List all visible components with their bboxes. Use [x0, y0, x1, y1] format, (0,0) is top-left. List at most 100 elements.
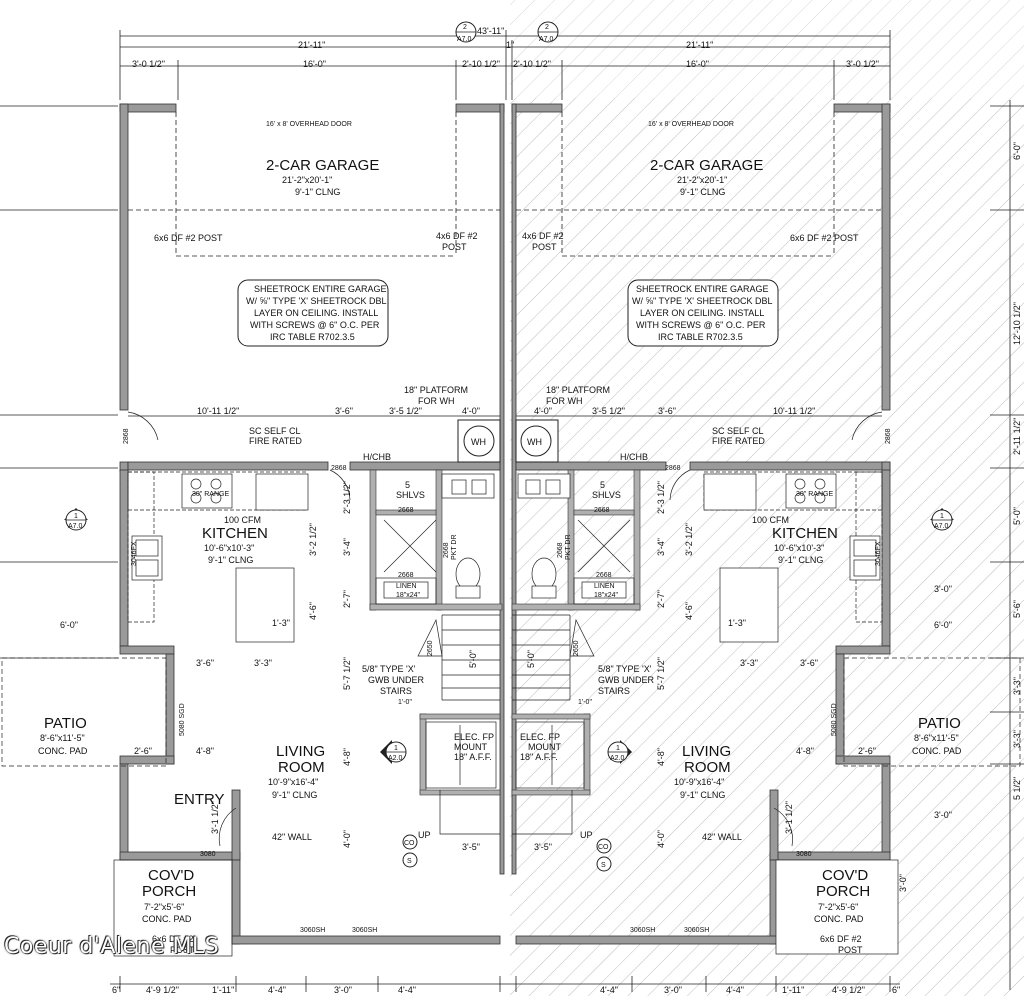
bottom-dim-left-2: 4'-4"	[268, 985, 286, 995]
dim-2-3-left: 2'-3 1/2"	[342, 481, 352, 514]
kitchen-d1-right: 3'-2 1/2"	[684, 523, 694, 556]
gwb-right-1: 5/8" TYPE 'X'	[598, 664, 652, 674]
window-right-2: 3060SH	[684, 927, 709, 934]
linen-right-1: LINEN	[594, 583, 615, 590]
bottom-dim-right-3: 1'-11"	[782, 985, 804, 995]
porch-pad-left: CONC. PAD	[142, 914, 192, 924]
stair-up-left: UP	[418, 830, 431, 840]
pocket-door-left-2: PKT DR	[451, 534, 458, 560]
svg-text:S: S	[601, 862, 606, 869]
svg-text:S: S	[407, 858, 412, 865]
dim-5-0-right: 5'-0"	[526, 650, 536, 668]
platform-left-2: FOR WH	[418, 396, 455, 406]
entry-door-right: 3080	[796, 851, 812, 858]
range-left: 30" RANGE	[192, 491, 229, 498]
entry-d1-left: 3'-1 1/2"	[210, 801, 220, 834]
svg-text:CO: CO	[404, 840, 415, 847]
side-door-right: 2868	[885, 428, 892, 444]
left-edge-lines	[0, 105, 118, 659]
patio-outline-left	[1, 657, 167, 767]
svg-text:CO: CO	[598, 844, 609, 851]
porch-post-left-2: POST	[170, 945, 195, 955]
kitchen-d2-right: 4'-6"	[684, 602, 694, 620]
dim-4-8-right: 4'-8"	[656, 748, 666, 766]
svg-text:A7.0: A7.0	[68, 523, 83, 530]
garage-door-left: 16' x 8' OVERHEAD DOOR	[266, 121, 352, 128]
svg-text:SHEETROCK ENTIRE GARAGE: SHEETROCK ENTIRE GARAGE	[636, 284, 769, 294]
kitchen-ceiling-right: 9'-1" CLNG	[778, 555, 823, 565]
stair-section-marker-left: 1 A2.0	[380, 740, 407, 764]
window-right-1: 3060SH	[630, 927, 655, 934]
fire-door-tag-left: 2868	[331, 465, 347, 472]
window-left-2: 3060SH	[352, 927, 377, 934]
kitchen-d4-left: 3'-6"	[196, 658, 214, 668]
svg-text:6'-0": 6'-0"	[1012, 142, 1022, 160]
bottom-dim-right-4: 4'-9 1/2"	[832, 985, 865, 995]
fan-right: 100 CFM	[752, 515, 789, 525]
range-right: 30" RANGE	[796, 491, 833, 498]
entry-door-swing-right	[773, 807, 793, 847]
svg-text:WH: WH	[471, 437, 486, 447]
entry-door-left: 3080	[200, 851, 216, 858]
stair-core-left	[375, 473, 500, 835]
porch-outline-left	[113, 859, 233, 957]
pocket-door-right-2: PKT DR	[565, 534, 572, 560]
svg-text:SHEETROCK ENTIRE GARAGE: SHEETROCK ENTIRE GARAGE	[254, 284, 387, 294]
kitchen-cabinets-left	[127, 471, 309, 643]
patio-outline-right	[843, 657, 1021, 767]
mid-dim-a-left: 10'-11 1/2"	[197, 406, 239, 416]
patio-d4-right-b: 3'-0"	[934, 810, 952, 820]
top-dim-l3: 2'-10 1/2"	[462, 59, 500, 69]
porch-pad-right: CONC. PAD	[814, 914, 864, 924]
mid-dim-c-left: 3'-5 1/2"	[389, 406, 422, 416]
dim-2-7-right: 2'-7"	[656, 590, 666, 608]
water-heater-right: WH	[515, 419, 559, 463]
mid-dim-d-left: 4'-0"	[462, 406, 480, 416]
bottom-dimension-line	[110, 976, 900, 992]
svg-text:W/ ⅝" TYPE 'X' SHEETROCK DBL: W/ ⅝" TYPE 'X' SHEETROCK DBL	[246, 296, 387, 306]
fp-right-1: ELEC. FP	[520, 732, 560, 742]
patio-d3-right: 4'-8"	[796, 746, 814, 756]
linen-door-right: 2668	[596, 572, 612, 579]
co-detector-left: CO S	[402, 834, 418, 868]
hose-bib-left: H/CHB	[363, 452, 391, 462]
porch-post-right-2: POST	[838, 945, 863, 955]
kitchen-cabinets-right	[703, 471, 883, 643]
garage-post-inner-right-2: POST	[532, 242, 557, 252]
fp-left-2: MOUNT	[454, 742, 487, 752]
mid-dim-b-left: 3'-6"	[335, 406, 353, 416]
patio-name-left: PATIO	[44, 715, 87, 732]
living-name-left-1: LIVING	[276, 743, 325, 760]
living-wall-left: 42" WALL	[272, 832, 312, 842]
stair-door-right: 2650	[573, 640, 580, 656]
section-marker-top-right: 2 A7.0	[537, 21, 559, 43]
dim-5-7-left: 5'-7 1/2"	[342, 657, 352, 690]
bottom-dim-edge-right: 6"	[892, 985, 900, 995]
kitchen-d5-right: 3'-3"	[740, 658, 758, 668]
linen-right-2: 18"x24"	[594, 592, 619, 599]
garage-size-left: 21'-2"x20'-1"	[282, 175, 332, 185]
garage-post-inner-left-1: 4x6 DF #2	[436, 231, 478, 241]
right-dim-labels: 6'-0" 12'-10 1/2" 2'-11 1/2" 5'-0" 5'-6"…	[1012, 142, 1022, 800]
dim-5-7-right: 5'-7 1/2"	[656, 657, 666, 690]
garage-note-right: SHEETROCK ENTIRE GARAGE W/ ⅝" TYPE 'X' S…	[627, 279, 779, 347]
kitchen-size-right: 10'-6"x10'-3"	[774, 543, 824, 553]
garage-header-lines	[128, 112, 882, 257]
living-size-left: 10'-9"x16'-4"	[268, 777, 318, 787]
dim-3-5-right: 3'-5"	[534, 842, 552, 852]
bottom-dim-left-4: 4'-4"	[398, 985, 416, 995]
kitchen-d3-left: 1'-3"	[272, 618, 290, 628]
garage-size-right: 21'-2"x20'-1"	[677, 175, 727, 185]
dim-1-0-left: 1'-0"	[398, 699, 412, 706]
svg-text:A7.0: A7.0	[539, 36, 554, 43]
svg-text:IRC TABLE R702.3.5: IRC TABLE R702.3.5	[658, 332, 743, 342]
patio-d3-left: 4'-8"	[196, 746, 214, 756]
dim-4-0-right: 4'-0"	[656, 830, 666, 848]
garage-name-left: 2-CAR GARAGE	[266, 157, 379, 174]
side-door-left: 2868	[123, 428, 130, 444]
svg-text:A7.0: A7.0	[934, 523, 949, 530]
patio-d2-left: 2'-6"	[134, 746, 152, 756]
garage-post-outer-left: 6x6 DF #2 POST	[154, 233, 223, 243]
mid-dim-b-right: 3'-6"	[658, 406, 676, 416]
patio-d1-right: 6'-0"	[934, 620, 952, 630]
